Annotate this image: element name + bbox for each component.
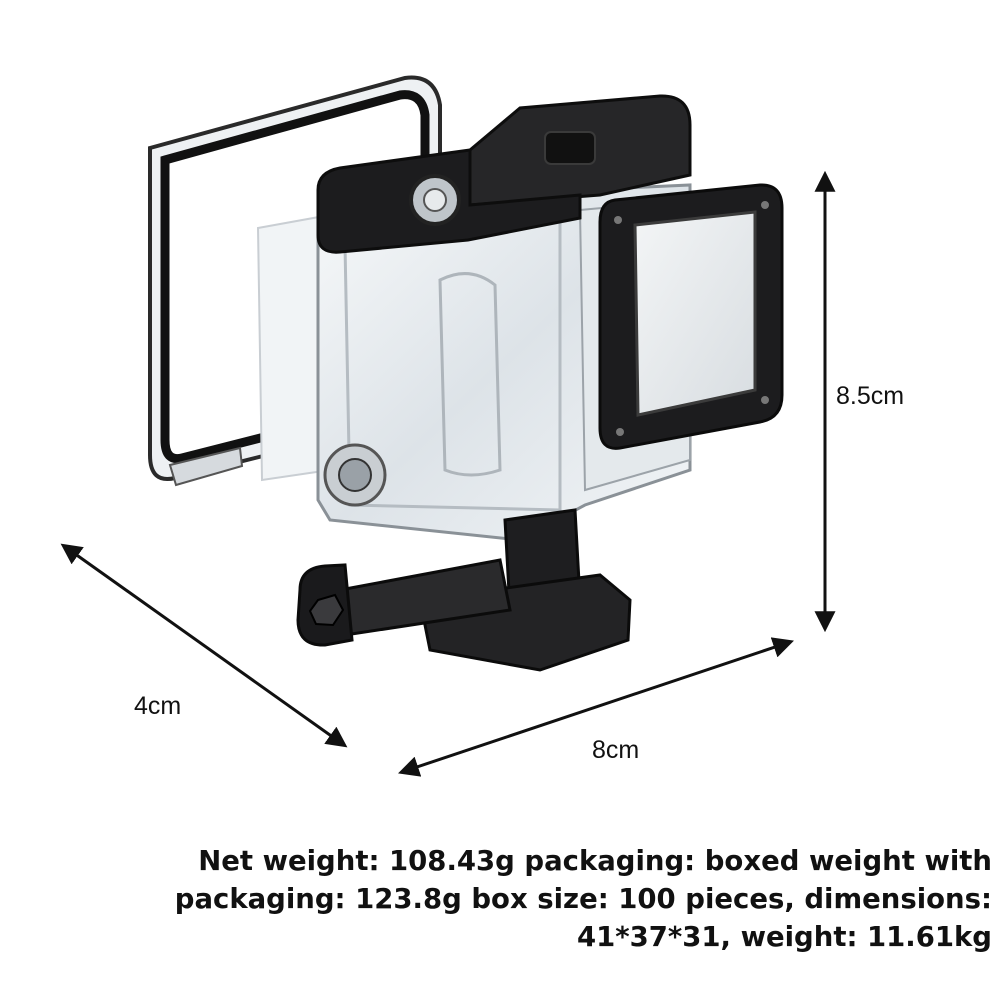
height-label: 8.5cm <box>836 382 905 410</box>
width-label: 8cm <box>592 736 640 764</box>
top-clamp <box>316 94 692 254</box>
depth-arrow <box>60 543 348 748</box>
spec-caption: Net weight: 108.43g packaging: boxed wei… <box>92 842 992 956</box>
depth-label: 4cm <box>134 692 182 720</box>
spec-line: Net weight: 108.43g packaging: boxed wei… <box>198 845 992 877</box>
dimension-arrows <box>60 170 836 777</box>
spec-line: packaging: 123.8g box size: 100 pieces, … <box>174 883 992 915</box>
width-arrow <box>398 637 794 777</box>
spec-line: 41*37*31, weight: 11.61kg <box>576 921 992 953</box>
lens-frame <box>598 183 784 450</box>
